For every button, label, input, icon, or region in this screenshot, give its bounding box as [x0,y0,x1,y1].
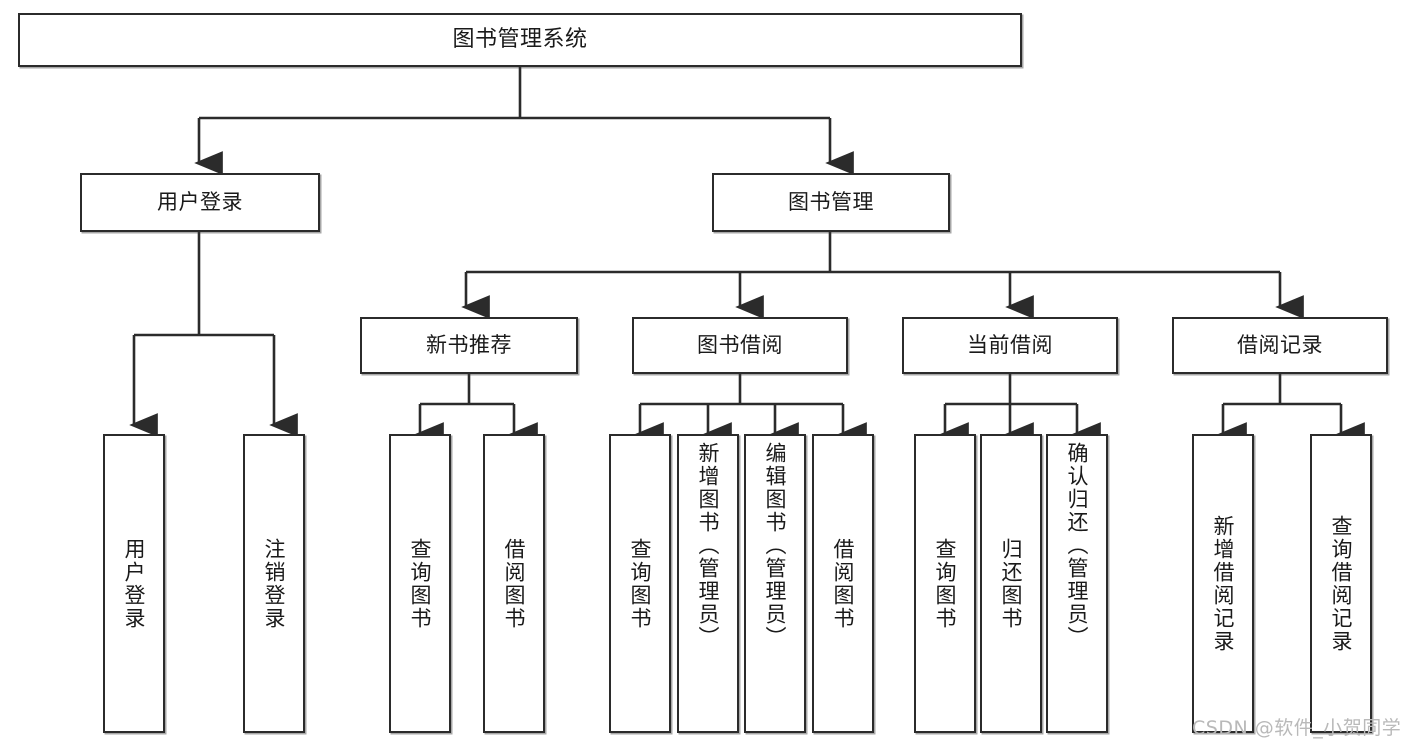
node-label: 查询图书 [628,537,653,630]
node-label: 查询借阅记录 [1329,514,1354,653]
node-book-management[interactable]: 图书管理 [712,173,950,232]
csdn-watermark: CSDN @软件_小贺同学 [1192,717,1402,739]
leaf-add-book[interactable]: 新增图书（管理员） [677,434,739,733]
leaf-confirm-return[interactable]: 确认归还（管理员） [1046,434,1108,733]
node-label: 借阅图书 [502,537,527,630]
node-label: 编辑图书（管理员） [763,442,788,649]
node-label: 借阅图书 [831,537,856,630]
node-label: 新增借阅记录 [1211,514,1236,653]
node-label: 图书管理系统 [452,27,588,53]
node-label: 新增图书（管理员） [696,442,721,649]
leaf-query-book-1[interactable]: 查询图书 [389,434,451,733]
node-new-book-recommend[interactable]: 新书推荐 [360,317,578,374]
node-label: 图书借阅 [697,333,783,358]
node-label: 注销登录 [262,537,287,630]
leaf-add-record[interactable]: 新增借阅记录 [1192,434,1254,733]
node-label: 归还图书 [999,537,1024,630]
leaf-borrow-book-1[interactable]: 借阅图书 [483,434,545,733]
node-label: 确认归还（管理员） [1065,442,1090,649]
node-label: 查询图书 [933,537,958,630]
leaf-query-book-3[interactable]: 查询图书 [914,434,976,733]
leaf-return-book[interactable]: 归还图书 [980,434,1042,733]
leaf-user-login[interactable]: 用户登录 [103,434,165,733]
leaf-query-book-2[interactable]: 查询图书 [609,434,671,733]
leaf-edit-book[interactable]: 编辑图书（管理员） [744,434,806,733]
node-label: 当前借阅 [967,333,1053,358]
node-book-borrow[interactable]: 图书借阅 [632,317,848,374]
leaf-logout[interactable]: 注销登录 [243,434,305,733]
node-label: 用户登录 [157,190,243,215]
leaf-borrow-book-2[interactable]: 借阅图书 [812,434,874,733]
node-label: 图书管理 [788,190,874,215]
node-root-book-management-system[interactable]: 图书管理系统 [18,13,1022,67]
node-current-borrow[interactable]: 当前借阅 [902,317,1118,374]
node-user-login[interactable]: 用户登录 [80,173,320,232]
leaf-query-record[interactable]: 查询借阅记录 [1310,434,1372,733]
node-label: 查询图书 [408,537,433,630]
node-label: 借阅记录 [1237,333,1323,358]
node-label: 新书推荐 [426,333,512,358]
node-label: 用户登录 [122,537,147,630]
node-borrow-record[interactable]: 借阅记录 [1172,317,1388,374]
